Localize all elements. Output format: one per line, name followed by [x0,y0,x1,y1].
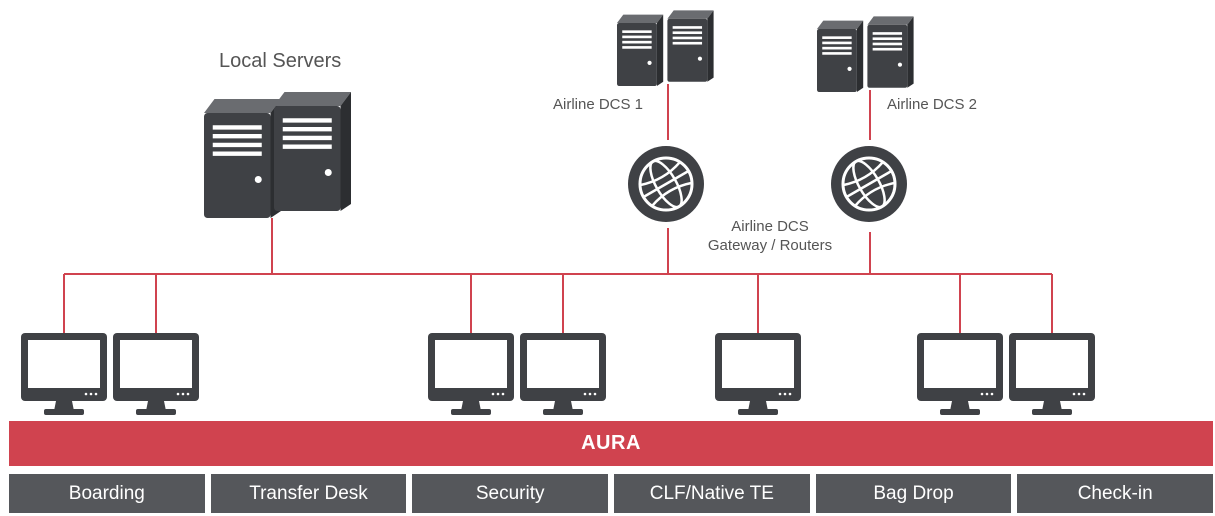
tab-transfer-desk[interactable]: Transfer Desk [210,474,407,513]
gateway-label: Airline DCS Gateway / Routers [700,217,840,255]
network-lines [63,84,1053,333]
local-servers-label: Local Servers [219,50,342,72]
monitor-icon [428,333,514,415]
globe-icon [829,144,909,224]
dcs2-label: Airline DCS 2 [887,96,978,113]
monitor-icon [21,333,107,415]
aura-bar: AURA [9,421,1213,466]
gateway-label-line2: Gateway / Routers [707,237,833,254]
monitor-icon [520,333,606,415]
tab-clf-native-te[interactable]: CLF/Native TE [614,474,810,513]
globe-icon [626,144,706,224]
monitor-icon [113,333,199,415]
local-servers-icon [204,92,351,218]
gateway-label-line1: Airline DCS [731,218,809,235]
tab-check-in[interactable]: Check-in [1017,474,1214,513]
monitor-icon [917,333,1003,415]
dcs2-server-icon [817,16,914,92]
tab-bag-drop[interactable]: Bag Drop [815,474,1012,513]
dcs1-server-icon [617,10,714,87]
monitor-icon [715,333,801,415]
dcs1-label: Airline DCS 1 [553,96,644,113]
tab-boarding[interactable]: Boarding [9,474,205,513]
tab-security[interactable]: Security [412,474,609,513]
monitor-icon [1009,333,1095,415]
function-tabs: Boarding Transfer Desk Security CLF/Nati… [9,474,1214,513]
